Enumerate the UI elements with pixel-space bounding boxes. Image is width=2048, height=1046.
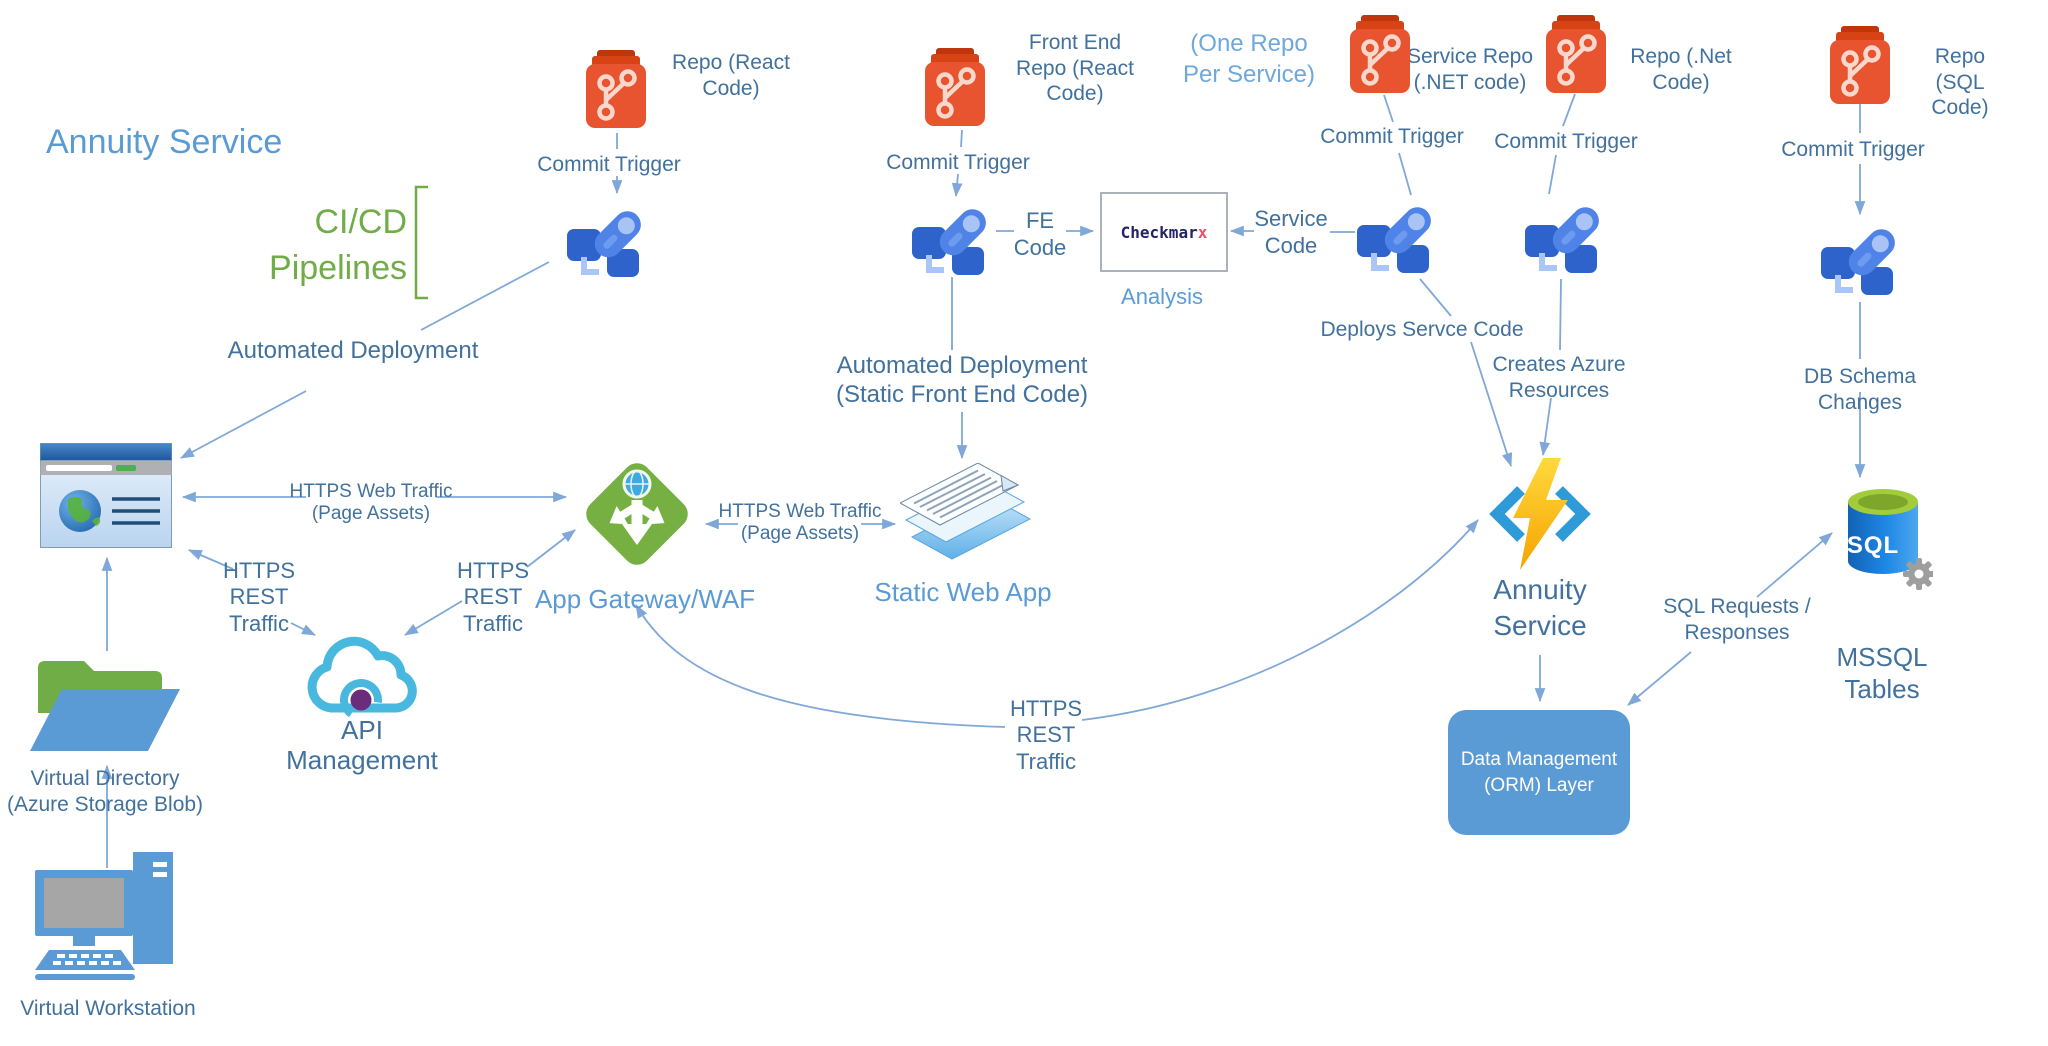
label-mssql-tables: MSSQL Tables — [1836, 642, 1928, 704]
pipeline-rocket-icon-4 — [1525, 195, 1609, 279]
repo-sql-icon — [1827, 26, 1893, 106]
label-automated-deployment-static: Automated Deployment (Static Front End C… — [835, 352, 1089, 408]
label-rest-traffic-right: HTTPS REST Traffic — [456, 558, 530, 636]
label-web-traffic-browser: HTTPS Web Traffic (Page Assets) — [289, 481, 453, 525]
repo-react-icon — [583, 50, 649, 130]
pipeline-rocket-icon-3 — [1357, 195, 1441, 279]
mssql-icon — [1833, 485, 1933, 595]
label-cicd-pipelines: CI/CD Pipelines — [269, 203, 407, 287]
label-repo-react: Repo (React Code) — [672, 51, 790, 100]
static-web-app-icon — [900, 463, 1035, 568]
app-gateway-icon — [571, 448, 703, 580]
pipeline-rocket-icon-5 — [1821, 217, 1905, 301]
repo-service-icon — [1347, 15, 1413, 95]
label-one-repo-per-service: (One Repo Per Service) — [1182, 30, 1316, 89]
label-api-management: API Management — [286, 715, 438, 775]
page-title: Annuity Service — [46, 123, 283, 161]
label-commit-trigger-2: Commit Trigger — [886, 151, 1030, 174]
api-management-icon — [297, 612, 427, 742]
label-commit-trigger-3: Commit Trigger — [1320, 125, 1464, 148]
label-analysis: Analysis — [1121, 284, 1203, 309]
label-repo-dotnet: Repo (.Net Code) — [1630, 45, 1732, 94]
label-repo-sql: Repo (SQL Code) — [1931, 45, 1989, 120]
label-rest-traffic-left: HTTPS REST Traffic — [222, 558, 296, 636]
label-virtual-directory: Virtual Directory (Azure Storage Blob) — [6, 767, 204, 816]
label-deploys-service-code: Deploys Servce Code — [1320, 318, 1524, 341]
label-automated-deployment: Automated Deployment — [227, 337, 479, 364]
label-commit-trigger-5: Commit Trigger — [1781, 138, 1925, 161]
label-app-gateway: App Gateway/WAF — [534, 584, 756, 614]
repo-dotnet-icon — [1543, 15, 1609, 95]
label-service-code: Service Code — [1254, 206, 1328, 258]
label-web-traffic-static: HTTPS Web Traffic (Page Assets) — [718, 501, 882, 545]
label-static-web-app: Static Web App — [874, 577, 1052, 607]
virtual-directory-icon — [30, 653, 182, 758]
label-creates-azure-resources: Creates Azure Resources — [1492, 353, 1626, 402]
label-rest-traffic-center: HTTPS REST Traffic — [1009, 696, 1083, 774]
virtual-workstation-icon — [33, 848, 183, 988]
label-repo-service: Service Repo (.NET code) — [1406, 45, 1534, 94]
label-repo-frontend: Front End Repo (React Code) — [1016, 31, 1134, 106]
label-fe-code: FE Code — [1013, 208, 1067, 260]
sql-badge-text: SQL — [1846, 532, 1900, 559]
label-db-schema-changes: DB Schema Changes — [1803, 365, 1917, 414]
label-commit-trigger-4: Commit Trigger — [1494, 130, 1638, 153]
browser-icon — [40, 443, 172, 548]
orm-layer-box: Data Management (ORM) Layer — [1448, 710, 1630, 835]
cicd-bracket — [414, 185, 428, 300]
label-sql-requests: SQL Requests / Responses — [1663, 595, 1811, 644]
pipeline-rocket-icon-2 — [912, 197, 996, 281]
label-annuity-service-node: Annuity Service — [1493, 574, 1587, 642]
checkmarx-logo: Checkmarx — [1120, 222, 1208, 242]
label-virtual-workstation: Virtual Workstation — [20, 997, 196, 1020]
pipeline-rocket-icon-1 — [567, 199, 651, 283]
annuity-service-icon — [1485, 456, 1595, 574]
checkmarx-box: Checkmarx — [1100, 192, 1228, 272]
label-commit-trigger-1: Commit Trigger — [537, 153, 681, 176]
repo-frontend-icon — [922, 48, 988, 128]
